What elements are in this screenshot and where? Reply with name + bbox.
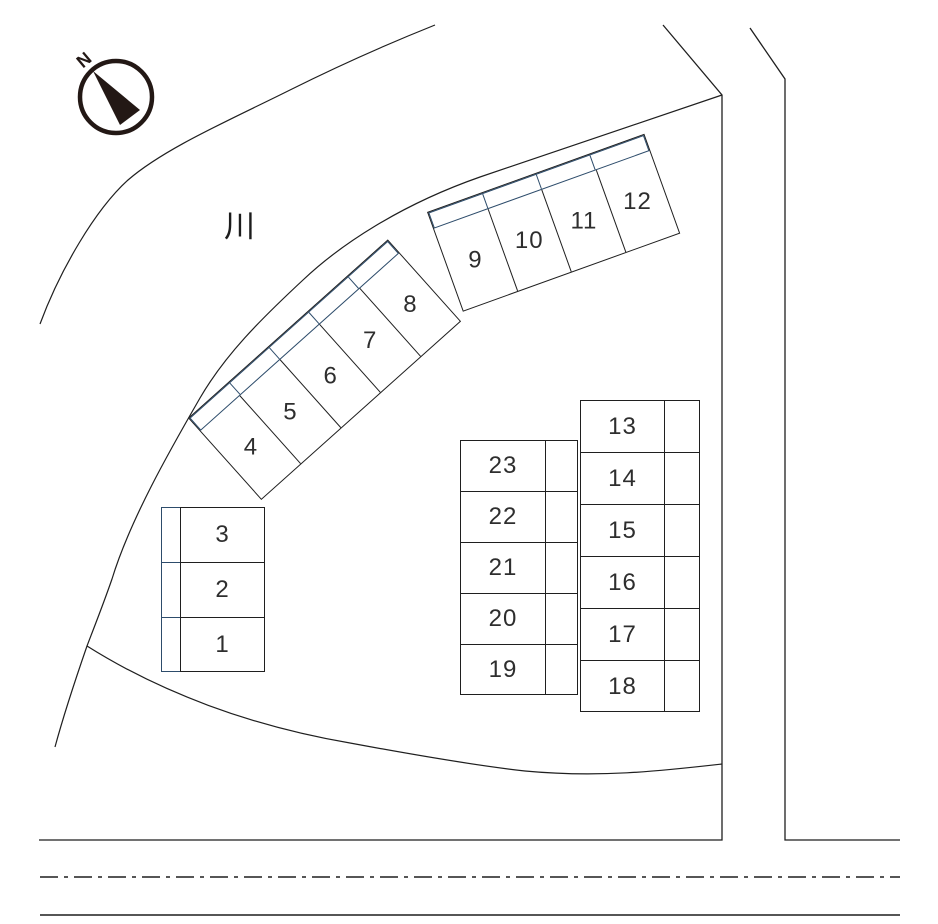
east-road-outer-edge xyxy=(749,27,900,841)
plot-row: 19 xyxy=(461,645,577,695)
plot-number: 16 xyxy=(608,568,637,596)
plot-number: 15 xyxy=(608,516,637,544)
plot-row: 22 xyxy=(461,492,577,543)
plot-row: 17 xyxy=(581,609,699,661)
plot-18: 18 xyxy=(581,661,665,712)
strip-cell xyxy=(162,563,180,618)
plot-13: 13 xyxy=(581,401,665,452)
strip-cell xyxy=(162,618,180,673)
north-boundary-curve xyxy=(54,94,723,748)
plot-number: 20 xyxy=(488,605,518,632)
plot-number: 23 xyxy=(488,452,518,479)
plot-number: 14 xyxy=(608,464,637,492)
plot-1: 1 xyxy=(181,618,264,671)
side-cell xyxy=(546,594,577,644)
river-line xyxy=(39,24,436,325)
plot-number: 11 xyxy=(570,207,598,235)
plot-number: 18 xyxy=(608,672,637,700)
plot-row: 15 xyxy=(581,505,699,557)
plot-number: 19 xyxy=(488,656,518,683)
side-cell xyxy=(665,661,699,712)
compass-needle-icon xyxy=(93,71,140,125)
plot-14: 14 xyxy=(581,453,665,504)
plot-17: 17 xyxy=(581,609,665,660)
plot-row: 21 xyxy=(461,543,577,594)
compass-circle xyxy=(77,58,155,136)
side-cell xyxy=(665,557,699,608)
side-cell xyxy=(665,609,699,660)
side-cell xyxy=(546,543,577,593)
side-cell xyxy=(546,492,577,542)
compass: N xyxy=(73,48,155,136)
side-cell xyxy=(665,401,699,452)
plot-number: 22 xyxy=(488,503,518,530)
plot-20: 20 xyxy=(461,594,546,644)
plot-number: 17 xyxy=(608,620,637,648)
plot-number: 10 xyxy=(515,226,544,254)
strip-cell xyxy=(162,508,180,563)
east-road-inner-edge xyxy=(39,24,723,841)
plot-number: 7 xyxy=(362,326,378,354)
setback-strip-1-3 xyxy=(161,507,181,672)
side-cell xyxy=(665,453,699,504)
plot-number: 6 xyxy=(323,362,338,390)
plot-row: 20 xyxy=(461,594,577,645)
plot-number: 1 xyxy=(215,630,230,658)
plot-23: 23 xyxy=(461,441,546,491)
side-cell xyxy=(546,441,577,491)
plot-row: 16 xyxy=(581,557,699,609)
plot-group-1-3: 3 2 1 xyxy=(161,507,265,672)
plot-3: 3 xyxy=(181,508,264,563)
plot-number: 12 xyxy=(623,187,652,215)
plot-19: 19 xyxy=(461,645,546,695)
river-label: 川 xyxy=(224,209,257,244)
plot-number: 8 xyxy=(402,290,418,318)
plot-22: 22 xyxy=(461,492,546,542)
plot-number: 9 xyxy=(468,245,483,273)
plot-number: 4 xyxy=(243,433,258,461)
plot-number: 2 xyxy=(215,576,230,603)
side-cell xyxy=(665,505,699,556)
plot-number: 21 xyxy=(488,554,518,581)
south-boundary-curve xyxy=(86,645,723,775)
plot-row: 18 xyxy=(581,661,699,712)
plot-row: 23 xyxy=(461,441,577,492)
plot-2: 2 xyxy=(181,563,264,618)
plot-group-13-18: 13 14 15 16 17 18 xyxy=(580,400,700,712)
plot-cells-1-3: 3 2 1 xyxy=(180,507,265,672)
plot-row: 13 xyxy=(581,401,699,453)
plot-row: 14 xyxy=(581,453,699,505)
plot-group-19-23: 23 22 21 20 19 xyxy=(460,440,578,695)
plot-21: 21 xyxy=(461,543,546,593)
plot-15: 15 xyxy=(581,505,665,556)
plot-16: 16 xyxy=(581,557,665,608)
plot-number: 5 xyxy=(283,397,298,425)
plot-number: 3 xyxy=(215,521,230,548)
plot-number: 13 xyxy=(608,412,637,440)
side-cell xyxy=(546,645,577,695)
